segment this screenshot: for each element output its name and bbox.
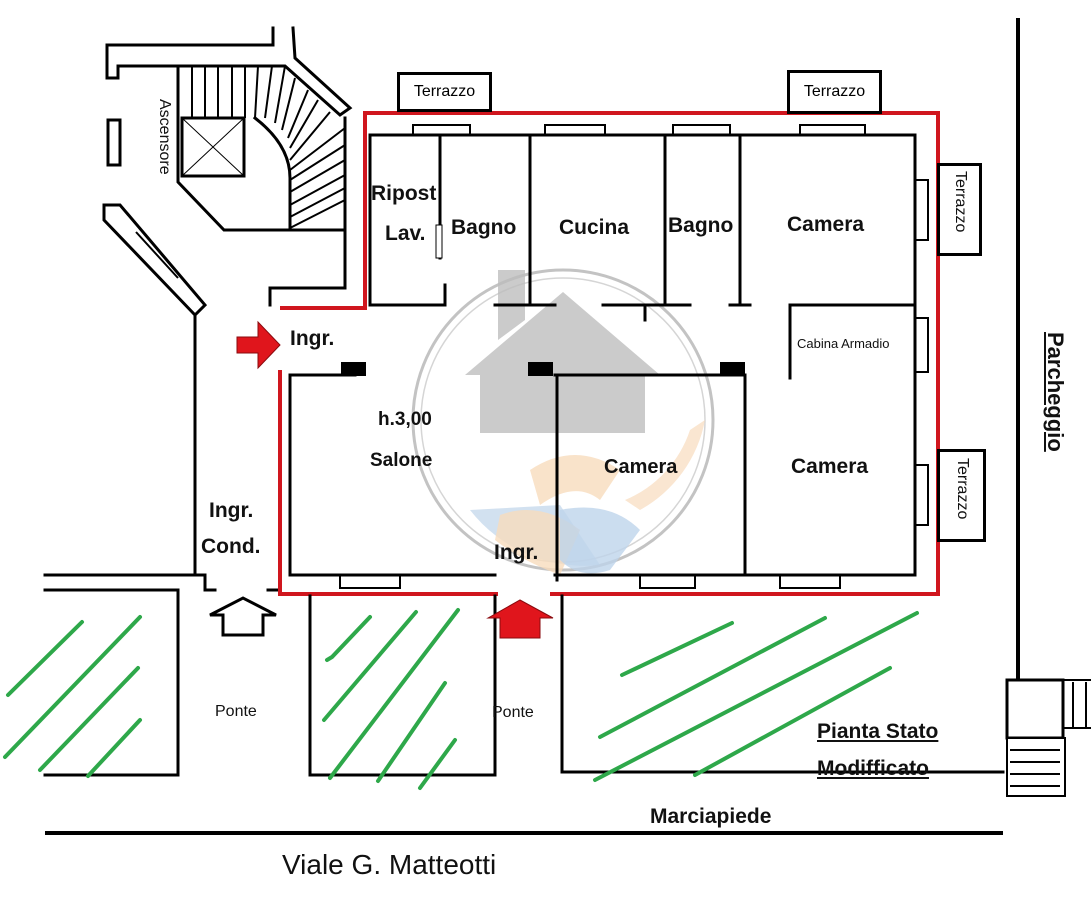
garden-hatching bbox=[3, 608, 919, 790]
apartment-perimeter bbox=[278, 111, 940, 596]
terrace-right-lower bbox=[937, 449, 986, 542]
label-ingr-side: Ingr. bbox=[290, 327, 335, 350]
watermark-logo bbox=[411, 268, 715, 575]
label-ascensore: Ascensore bbox=[156, 99, 173, 175]
watermark-hand-blue bbox=[560, 507, 640, 574]
pillar bbox=[528, 362, 553, 376]
pillar bbox=[341, 362, 366, 376]
label-ingr-cond-2: Cond. bbox=[201, 535, 261, 558]
watermark-hand-peach bbox=[530, 455, 620, 505]
stairwell bbox=[102, 26, 353, 577]
label-ponte-2: Ponte bbox=[492, 704, 534, 721]
label-ingr-front: Ingr. bbox=[494, 541, 539, 564]
forecourt-box bbox=[560, 594, 1005, 774]
room-salone: Salone bbox=[370, 450, 433, 471]
room-camera-right: Camera bbox=[791, 455, 869, 478]
room-ripost: Ripost bbox=[371, 182, 437, 205]
room-camera-middle: Camera bbox=[604, 456, 678, 478]
label-parcheggio: Parcheggio bbox=[1043, 332, 1068, 452]
plan-title-line-1: Pianta Stato bbox=[817, 720, 939, 743]
stair-steps bbox=[191, 65, 346, 229]
arrow-up-red-icon bbox=[486, 599, 554, 639]
ceiling-height: h.3,00 bbox=[378, 409, 432, 430]
room-bagno-1: Bagno bbox=[451, 216, 517, 239]
arrow-right-icon bbox=[236, 320, 281, 370]
plan-title-line-2: Modifficato bbox=[817, 757, 929, 780]
room-bagno-2: Bagno bbox=[668, 214, 734, 237]
terrace-label: Terrazzo bbox=[413, 83, 476, 100]
room-lav: Lav. bbox=[385, 222, 426, 245]
side-stairs bbox=[1005, 678, 1091, 797]
room-cucina: Cucina bbox=[559, 216, 630, 239]
garden-box-middle bbox=[308, 594, 497, 777]
apartment-walls bbox=[288, 124, 929, 589]
terrace-label: Terrazzo bbox=[803, 83, 866, 100]
terrace-top-right: Terrazzo bbox=[787, 70, 882, 114]
label-ponte-1: Ponte bbox=[215, 703, 257, 720]
room-camera-top: Camera bbox=[787, 213, 865, 236]
ponte-left-box bbox=[43, 588, 180, 777]
terrace-right-upper bbox=[937, 163, 982, 256]
label-marciapiede: Marciapiede bbox=[650, 805, 772, 828]
label-street: Viale G. Matteotti bbox=[282, 849, 497, 880]
terrace-label: Terrazzo bbox=[952, 171, 969, 233]
watermark-house bbox=[465, 292, 660, 433]
wash-basin bbox=[435, 224, 443, 259]
watermark-peach-arc bbox=[625, 420, 705, 510]
arrow-up-outline-icon bbox=[209, 596, 277, 637]
terrace-label: Terrazzo bbox=[954, 458, 971, 520]
watermark-hand-peach-2 bbox=[495, 510, 580, 575]
terrace-top-left: Terrazzo bbox=[397, 72, 492, 112]
room-cabina-armadio: Cabina Armadio bbox=[797, 336, 890, 351]
label-ingr-cond-1: Ingr. bbox=[209, 499, 254, 522]
pillar bbox=[720, 362, 745, 376]
